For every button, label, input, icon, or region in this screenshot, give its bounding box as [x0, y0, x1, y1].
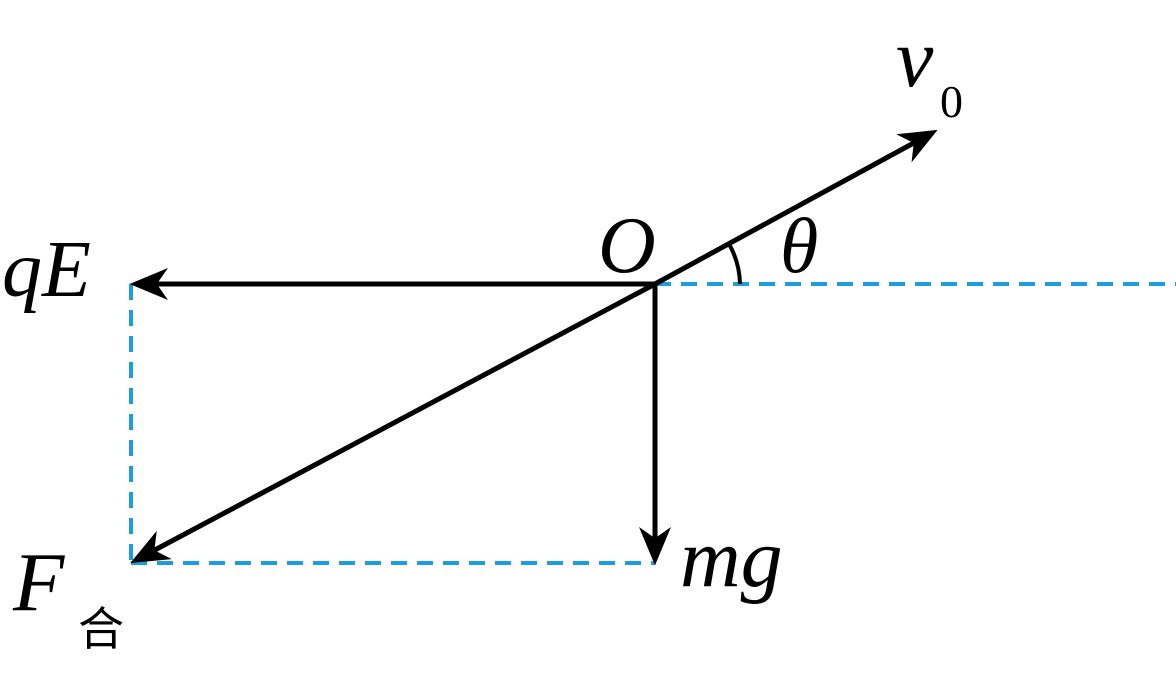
- angle-theta-arc: [727, 243, 742, 285]
- angle-theta-label: θ: [780, 202, 818, 289]
- resultant-force-arrow: [130, 281, 657, 564]
- gravity-label: mg: [680, 512, 783, 605]
- velocity-label: v: [896, 12, 934, 105]
- velocity-subscript: 0: [940, 76, 963, 127]
- resultant-force-label: F: [12, 536, 66, 629]
- velocity-arrow: [653, 129, 938, 287]
- electric-force-label: qE: [2, 226, 91, 314]
- origin-label: O: [598, 202, 656, 290]
- resultant-force-subscript: 合: [78, 602, 124, 656]
